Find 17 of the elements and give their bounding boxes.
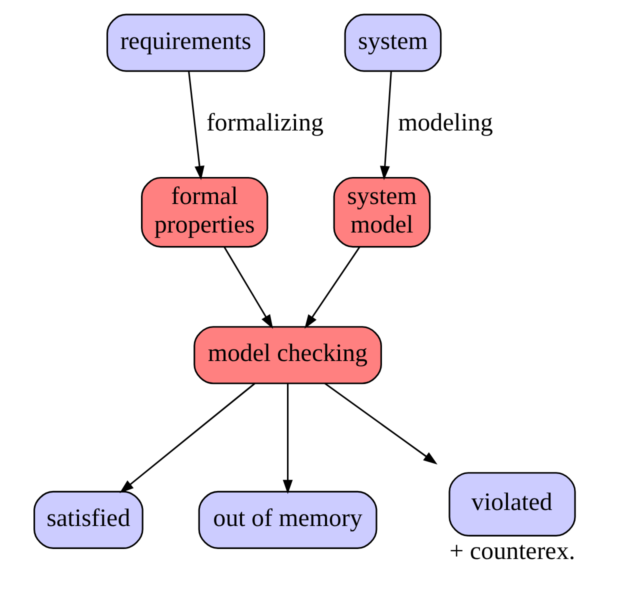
node-box: model checking (193, 326, 382, 384)
arrow (324, 382, 437, 465)
node-box: formal properties (140, 177, 268, 248)
arrow (304, 246, 360, 329)
arrow (379, 71, 392, 180)
node-box: out of memory (198, 490, 377, 549)
node-label: + counterex. (448, 538, 575, 565)
arrow (119, 382, 255, 494)
edge-label: modeling (398, 109, 492, 136)
arrow (282, 383, 292, 494)
node-box: system model (332, 177, 430, 248)
node-box: satisfied (33, 490, 143, 549)
node-box: system (344, 14, 442, 72)
arrow (223, 246, 273, 329)
node-box: requirements (106, 14, 265, 72)
arrow (188, 71, 204, 180)
edge-label: formalizing (206, 109, 324, 136)
